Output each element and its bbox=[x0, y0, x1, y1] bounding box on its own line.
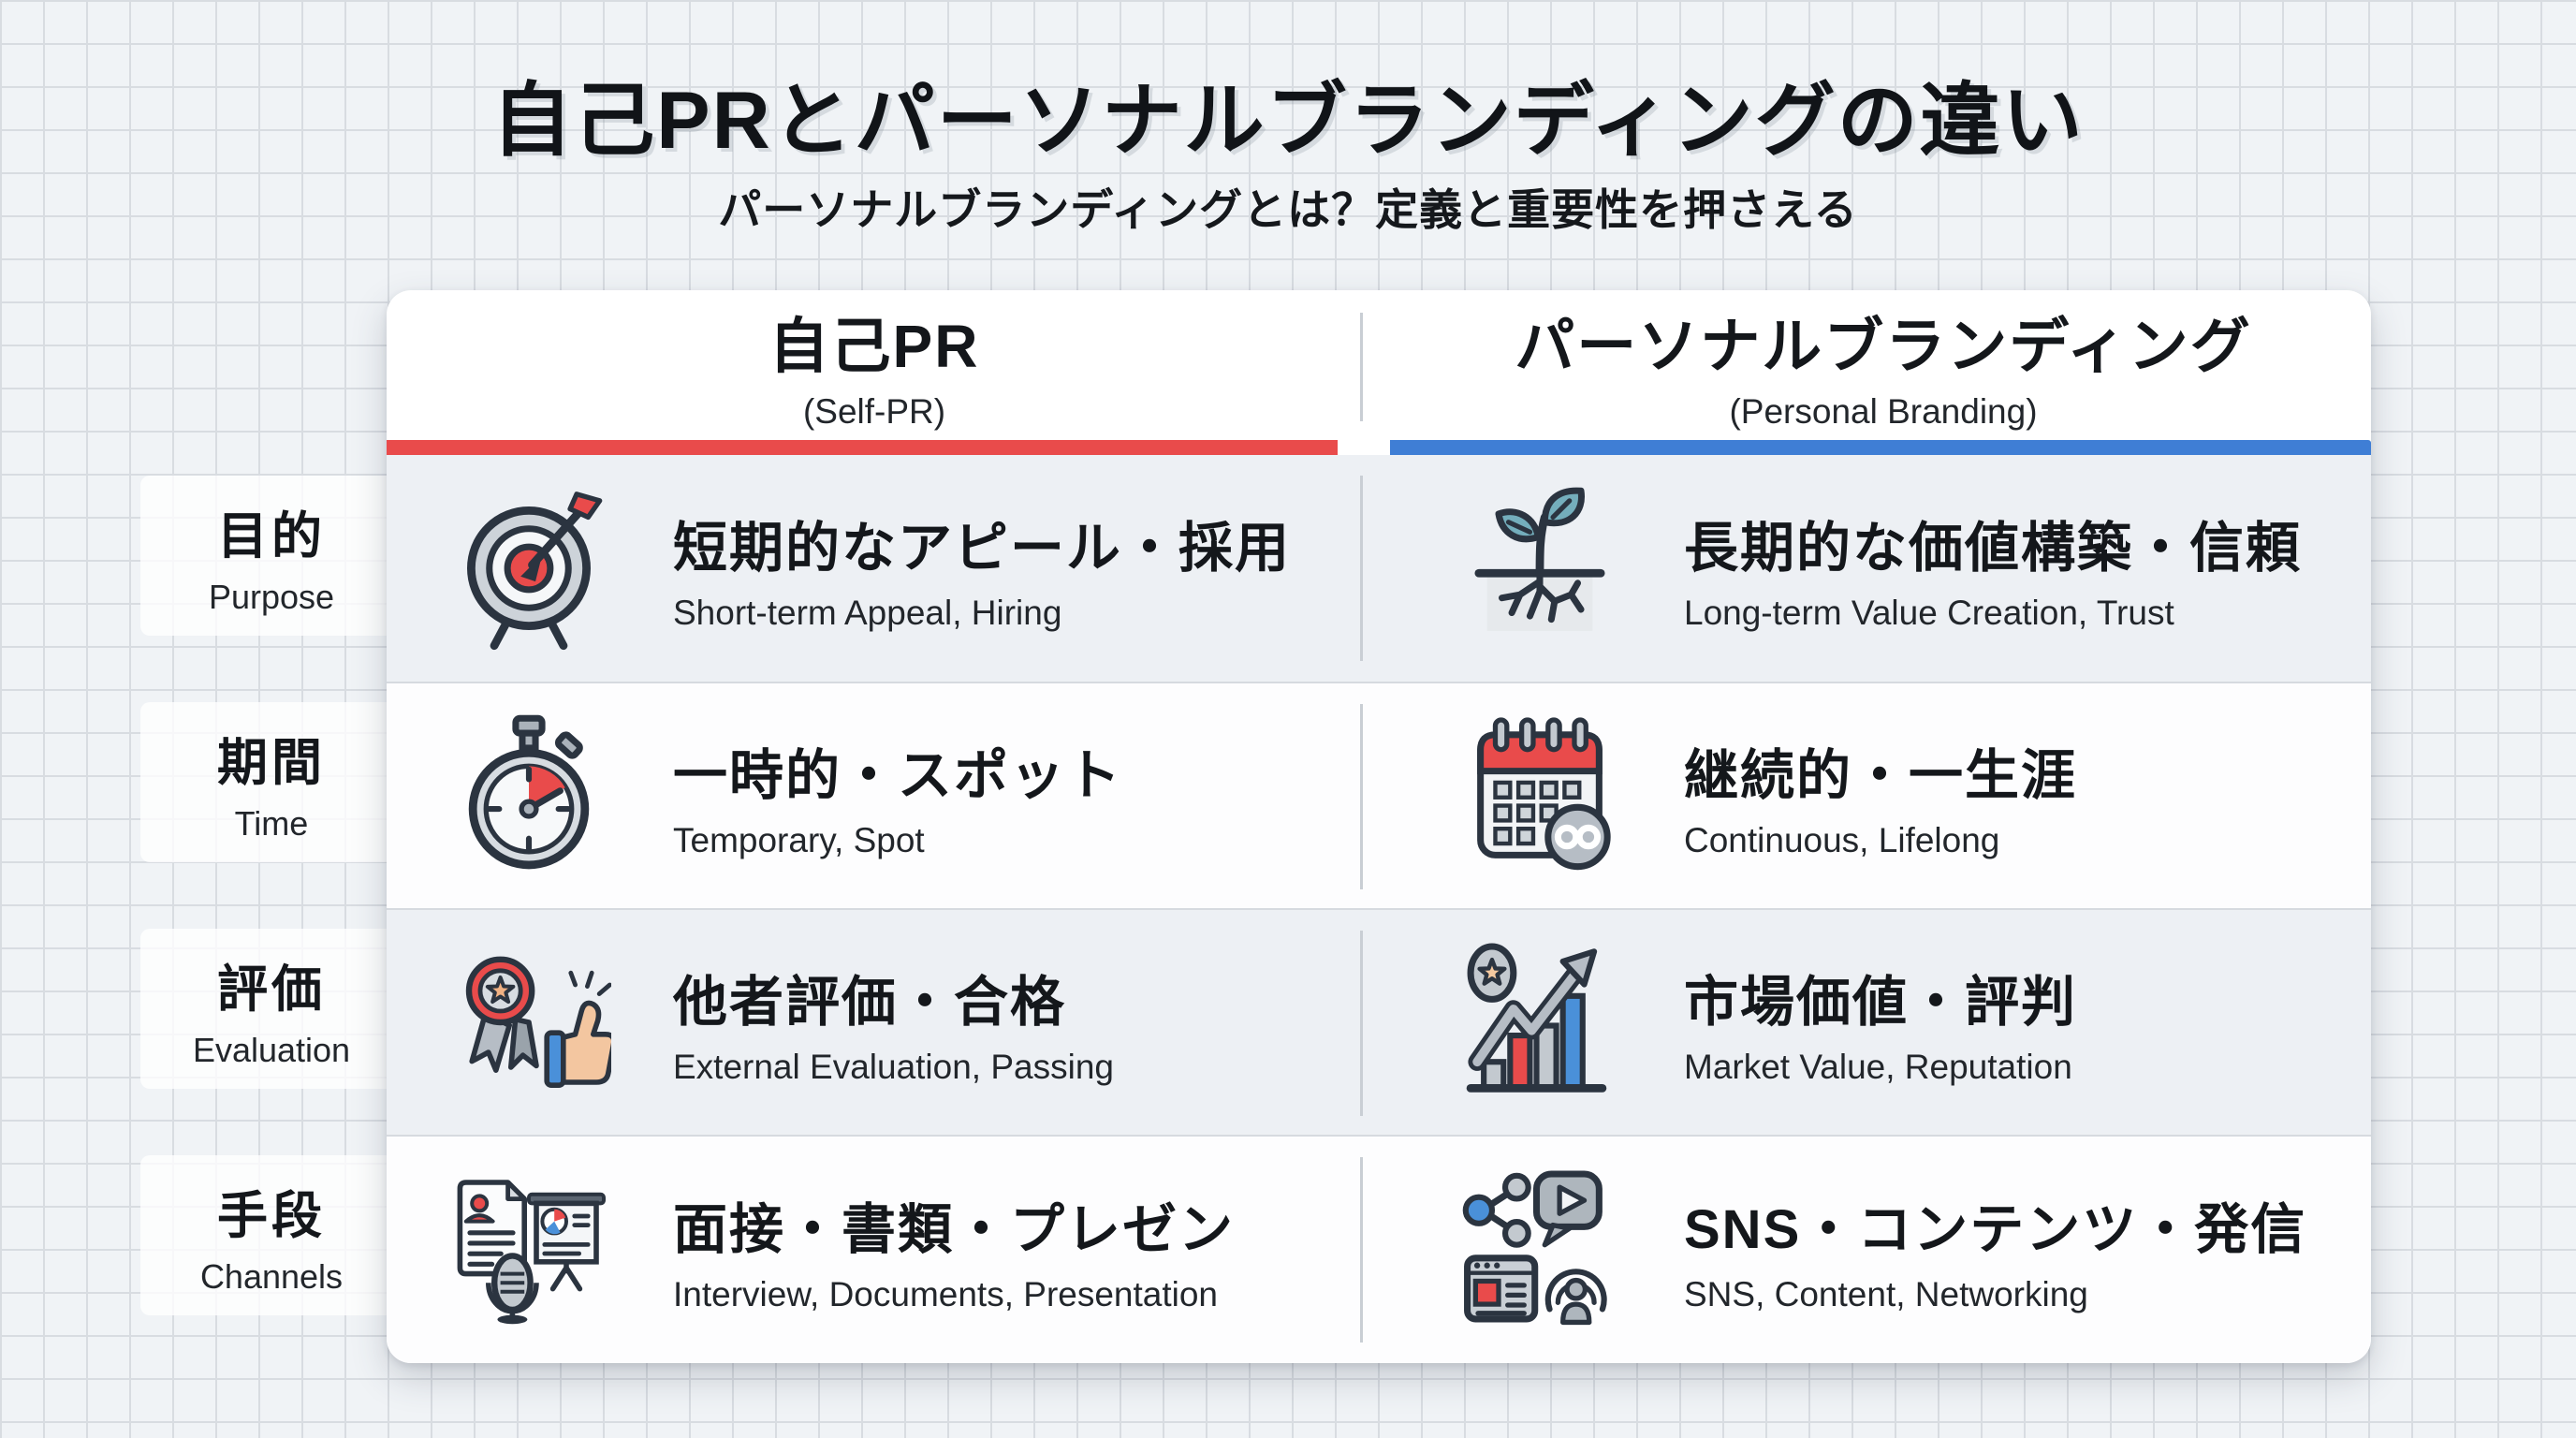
table-row-purpose: 短期的なアピール・採用 Short-term Appeal, Hiring bbox=[387, 455, 2371, 682]
cell-text-en: SNS, Content, Networking bbox=[1684, 1275, 2088, 1313]
cell-text-jp: 他者評価・合格 bbox=[673, 972, 1067, 1033]
cell-text-en: External Evaluation, Passing bbox=[673, 1048, 1114, 1086]
cell-selfpr-channels: 面接・書類・プレゼン Interview, Documents, Present… bbox=[387, 1137, 1360, 1363]
page-title: 自己PRとパーソナルブランディングの違い bbox=[491, 76, 2085, 166]
row-label-time: 期間 Time bbox=[140, 702, 402, 862]
cell-text-jp: 短期的なアピール・採用 bbox=[673, 518, 1292, 579]
cell-text-jp: 面接・書類・プレゼン bbox=[673, 1199, 1236, 1260]
red-accent-bar bbox=[387, 440, 1338, 455]
cell-text-en: Continuous, Lifelong bbox=[1684, 821, 2000, 859]
row-label-purpose: 目的 Purpose bbox=[140, 476, 402, 636]
cell-branding-time: 継続的・一生涯 Continuous, Lifelong bbox=[1398, 683, 2371, 908]
award-thumbs-up-icon bbox=[446, 940, 611, 1105]
column-divider bbox=[1360, 931, 1363, 1116]
cell-text-jp: 長期的な価値構築・信頼 bbox=[1684, 518, 2303, 579]
comparison-card: 自己PR (Self-PR) パーソナルブランディング (Personal Br… bbox=[387, 290, 2371, 1363]
row-label-channels: 手段 Channels bbox=[140, 1155, 402, 1315]
cell-text-en: Long-term Value Creation, Trust bbox=[1684, 594, 2174, 632]
column-header-self-pr: 自己PR (Self-PR) bbox=[387, 290, 1362, 440]
stopwatch-icon bbox=[446, 713, 611, 878]
cell-text-jp: SNS・コンテンツ・発信 bbox=[1684, 1199, 2307, 1260]
cell-text-en: Interview, Documents, Presentation bbox=[673, 1275, 1219, 1313]
row-label-en: Channels bbox=[199, 1257, 344, 1296]
sns-content-icon bbox=[1457, 1167, 1622, 1332]
row-label-en: Evaluation bbox=[192, 1031, 351, 1069]
seedling-icon bbox=[1457, 486, 1622, 651]
cell-branding-evaluation: 市場価値・評判 Market Value, Reputation bbox=[1398, 910, 2371, 1135]
column-divider bbox=[1360, 1157, 1363, 1343]
growth-chart-icon bbox=[1457, 940, 1622, 1105]
cell-branding-purpose: 長期的な価値構築・信頼 Long-term Value Creation, Tr… bbox=[1398, 455, 2371, 682]
header-divider bbox=[1360, 313, 1363, 421]
column-header-jp: 自己PR bbox=[768, 313, 980, 380]
cell-text-jp: 一時的・スポット bbox=[673, 745, 1123, 806]
page-subtitle: パーソナルブランディングとは？定義と重要性を押さえる bbox=[718, 185, 1858, 234]
column-header-personal-branding: パーソナルブランディング (Personal Branding) bbox=[1396, 290, 2371, 440]
table-row-evaluation: 他者評価・合格 External Evaluation, Passing bbox=[387, 908, 2371, 1135]
table-row-channels: 面接・書類・プレゼン Interview, Documents, Present… bbox=[387, 1135, 2371, 1363]
cell-selfpr-time: 一時的・スポット Temporary, Spot bbox=[387, 683, 1360, 908]
blue-accent-bar bbox=[1390, 440, 2371, 455]
column-divider bbox=[1360, 476, 1363, 661]
documents-presentation-icon bbox=[446, 1167, 611, 1332]
cell-text-en: Temporary, Spot bbox=[673, 821, 925, 859]
row-label-jp: 手段 bbox=[217, 1188, 326, 1244]
calendar-infinity-icon bbox=[1457, 713, 1622, 878]
table-row-time: 一時的・スポット Temporary, Spot bbox=[387, 682, 2371, 908]
cell-branding-channels: SNS・コンテンツ・発信 SNS, Content, Networking bbox=[1398, 1137, 2371, 1363]
cell-selfpr-purpose: 短期的なアピール・採用 Short-term Appeal, Hiring bbox=[387, 455, 1360, 682]
column-divider bbox=[1360, 704, 1363, 889]
row-label-en: Time bbox=[234, 804, 309, 843]
column-header-en: (Personal Branding) bbox=[1729, 392, 2038, 431]
column-header-jp: パーソナルブランディング bbox=[1515, 313, 2252, 380]
row-label-en: Purpose bbox=[208, 578, 335, 616]
cell-text-en: Short-term Appeal, Hiring bbox=[673, 594, 1062, 632]
target-icon bbox=[446, 486, 611, 651]
cell-text-en: Market Value, Reputation bbox=[1684, 1048, 2072, 1086]
row-label-jp: 期間 bbox=[217, 735, 326, 791]
row-label-jp: 目的 bbox=[217, 508, 326, 565]
row-label-jp: 評価 bbox=[217, 961, 326, 1018]
cell-text-jp: 市場価値・評判 bbox=[1684, 972, 2078, 1033]
cell-selfpr-evaluation: 他者評価・合格 External Evaluation, Passing bbox=[387, 910, 1360, 1135]
row-label-evaluation: 評価 Evaluation bbox=[140, 929, 402, 1089]
column-header-en: (Self-PR) bbox=[802, 392, 946, 431]
cell-text-jp: 継続的・一生涯 bbox=[1684, 745, 2078, 806]
